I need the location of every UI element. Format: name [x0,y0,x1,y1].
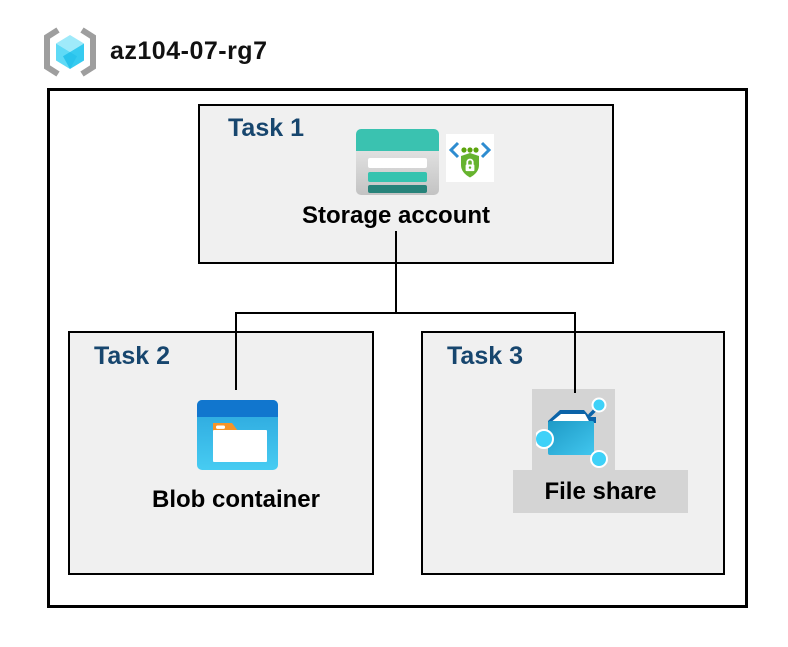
task2-heading: Task 2 [94,342,170,370]
connector-to-blob-container [235,313,237,390]
task2-box: Task 2 Blob container [68,331,374,575]
task1-box: Task 1 [198,104,614,264]
file-share-label-plate: File share [513,470,688,513]
resource-group-name: az104-07-rg7 [110,37,268,65]
connector-storage-stem [395,231,397,313]
storage-account-icon [356,129,439,200]
blob-container-icon [197,400,278,475]
task3-item-label: File share [544,477,657,505]
resource-group-icon [37,25,103,84]
task3-heading: Task 3 [447,342,523,370]
connector-to-file-share [574,313,576,393]
task1-item-label: Storage account [301,202,491,229]
task3-box: Task 3 File share [421,331,725,575]
file-share-icon [532,389,615,470]
secure-endpoint-icon [446,134,494,187]
task1-heading: Task 1 [228,114,304,142]
task2-item-label: Blob container [151,486,320,513]
connector-branch-bar [235,312,576,314]
